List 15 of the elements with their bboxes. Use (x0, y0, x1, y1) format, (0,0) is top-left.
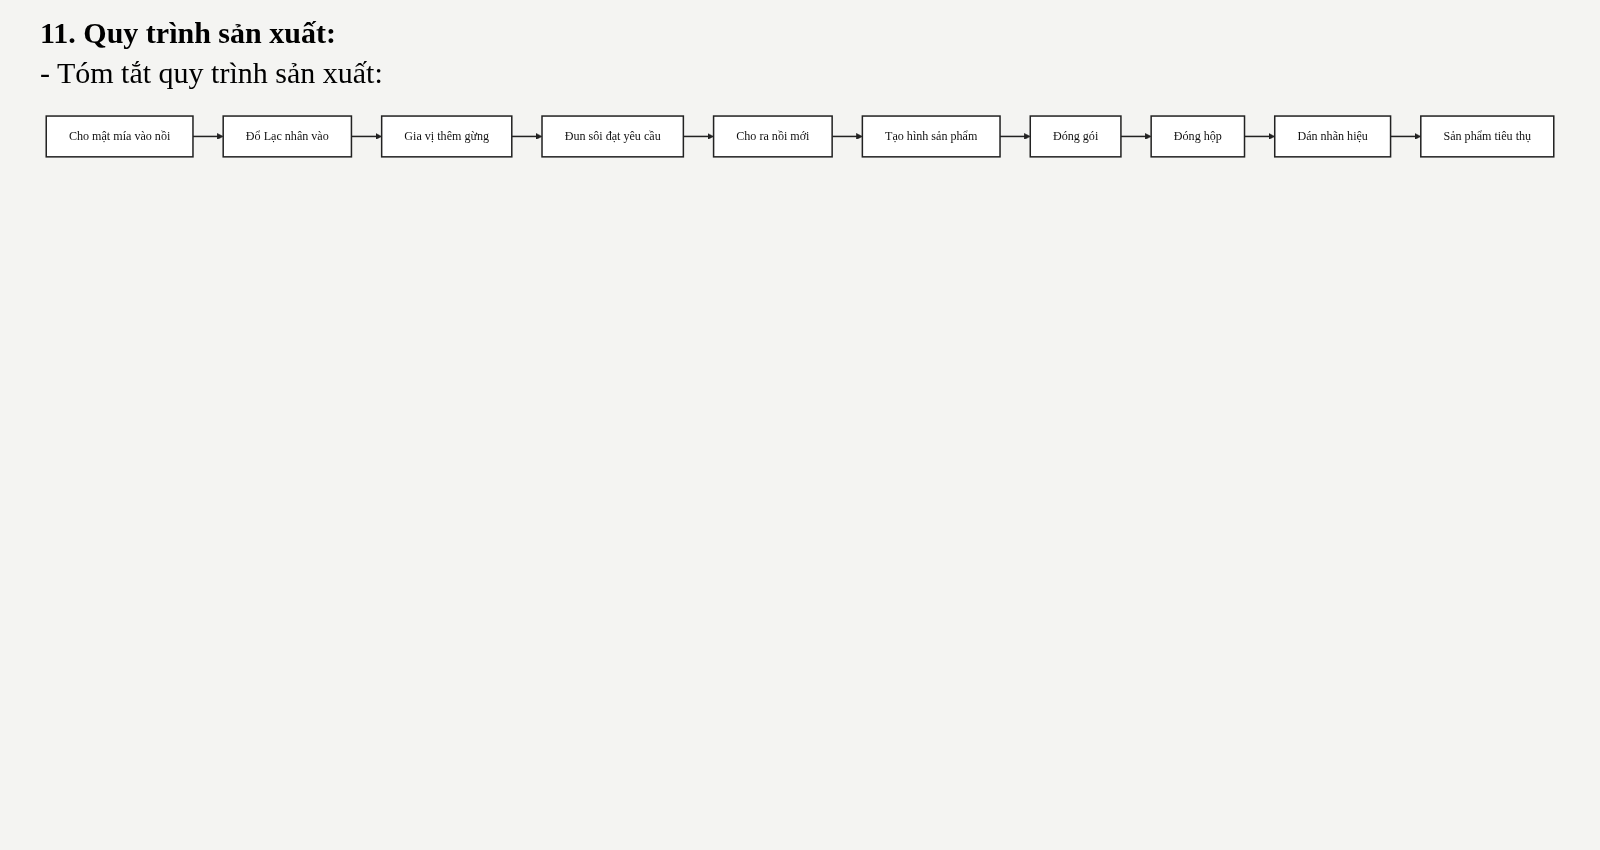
node-box: Đổ Lạc nhân vào (222, 115, 353, 158)
arrow (511, 133, 543, 140)
subheading: - Tóm tắt quy trình sản xuất: (40, 56, 384, 90)
node-box: Dán nhãn hiệu (1273, 115, 1392, 158)
node-box: Gia vị thêm gừng (380, 115, 513, 158)
arrow (192, 133, 224, 140)
node-box: Sản phẩm tiêu thụ (1420, 115, 1555, 158)
node-box: Tạo hình sản phẩm (861, 115, 1001, 158)
node-box: Đóng hộp (1150, 115, 1246, 158)
node-box: Cho mật mía vào nồi (45, 115, 194, 158)
node-box: Đóng gói (1029, 115, 1122, 158)
node-box: Cho ra nồi mới (712, 115, 833, 158)
node-box: Đun sôi đạt yêu cầu (541, 115, 685, 158)
diagram-title: 11. Quy trình sản xuất: (40, 16, 337, 50)
arrow (1120, 133, 1152, 140)
